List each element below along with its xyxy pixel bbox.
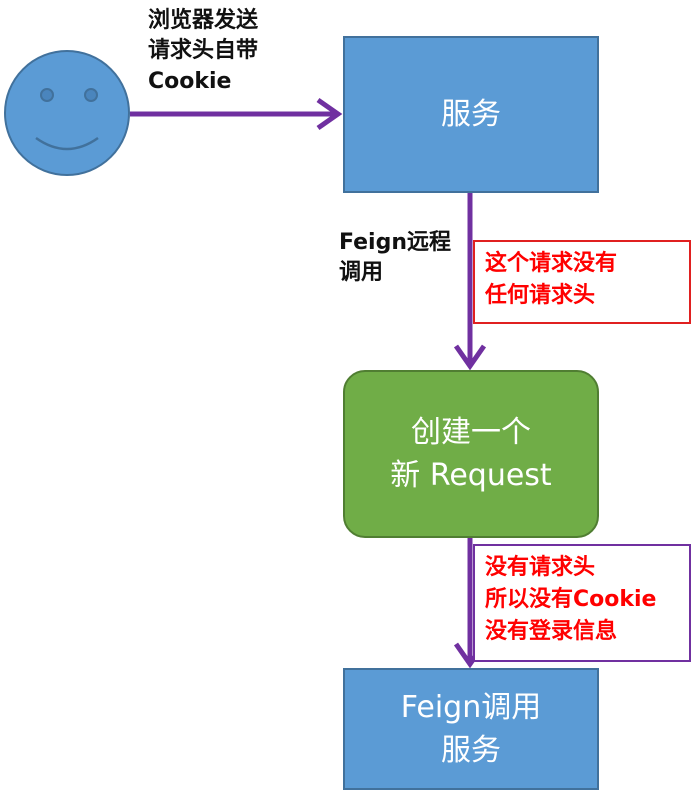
note-no-cookie: 没有请求头 所以没有Cookie 没有登录信息 bbox=[473, 544, 691, 662]
left-eye bbox=[40, 88, 54, 102]
arrow-service-to-new-request bbox=[453, 193, 487, 371]
smile-mouth bbox=[35, 136, 99, 151]
service-box: 服务 bbox=[343, 36, 599, 193]
note-no-request-headers: 这个请求没有 任何请求头 bbox=[473, 240, 691, 324]
feign-service-box-label: Feign调用 服务 bbox=[400, 689, 542, 769]
right-eye bbox=[84, 88, 98, 102]
feign-remote-call-label: Feign远程 调用 bbox=[339, 230, 452, 286]
new-request-box: 创建一个 新 Request bbox=[343, 370, 599, 538]
new-request-box-label: 创建一个 新 Request bbox=[390, 414, 552, 494]
user-smiley-icon bbox=[4, 50, 130, 176]
browser-sends-cookie-label: 浏览器发送 请求头自带 Cookie bbox=[148, 8, 259, 94]
arrow-browser-to-service bbox=[130, 97, 343, 131]
feign-service-box: Feign调用 服务 bbox=[343, 668, 599, 790]
service-box-label: 服务 bbox=[441, 96, 501, 132]
